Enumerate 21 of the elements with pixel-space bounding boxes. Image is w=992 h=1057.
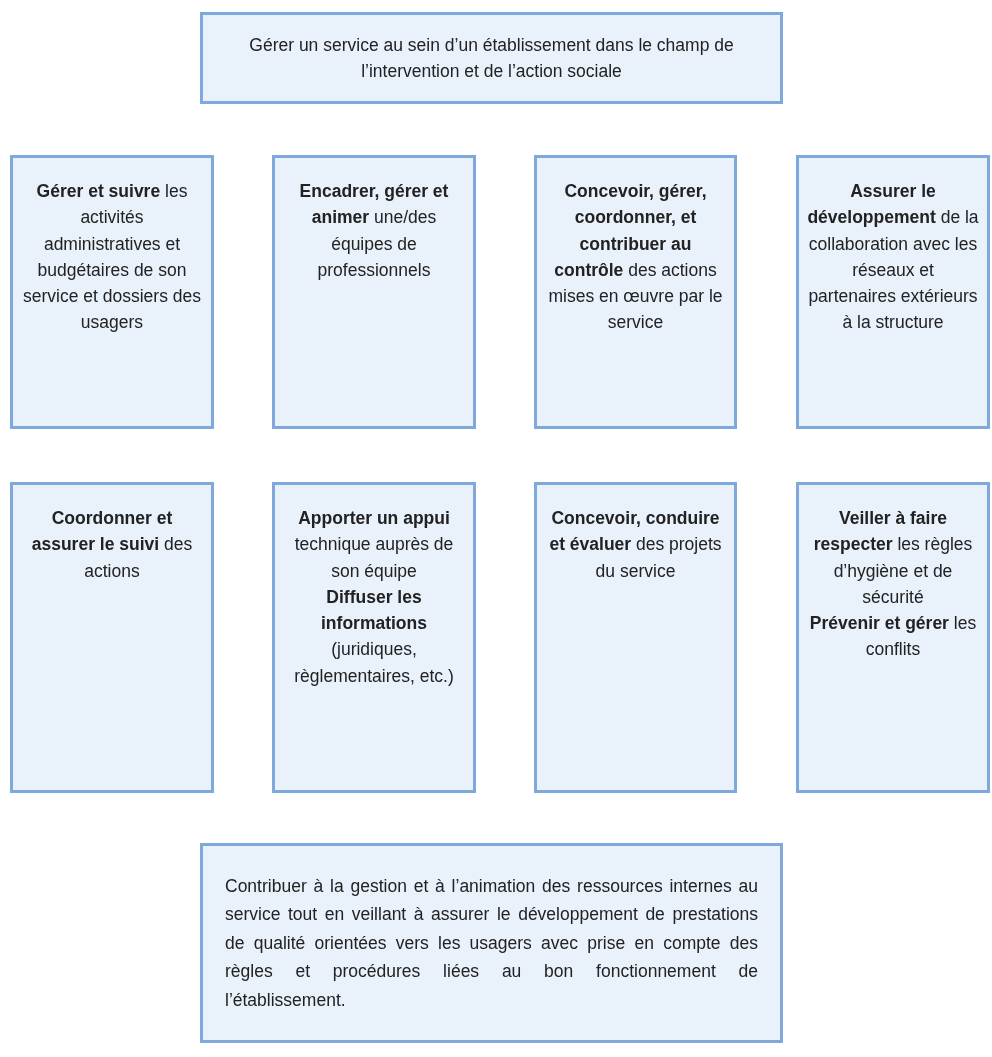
- text-box: [10, 155, 214, 429]
- box-text: Gérer et suivre les activités administratives et budgétaires de son service et dossiers des usagers: [22, 180, 202, 335]
- text-box: [534, 155, 737, 429]
- box-text: Concevoir, conduire et évaluer des projets du service: [548, 507, 723, 583]
- text-box: [10, 482, 214, 793]
- text-box: [796, 482, 990, 793]
- text-box: [272, 155, 476, 429]
- box-text: Gérer un service au sein d’un établissement dans le champ de l’intervention et de l’action sociale: [248, 33, 735, 83]
- box-text: Contribuer à la gestion et à l’animation des ressources internes au service tout en veillant à assurer le développement de prestations de qualité orientées vers les usagers avec prise en compte des règles et procédures liées au bon fonctionnement de l’établissement.: [225, 875, 758, 1012]
- box-text: Coordonner et assurer le suivi des actions: [30, 507, 194, 583]
- text-box: [534, 482, 737, 793]
- box-text: Prévenir et gérer les conflits: [808, 612, 978, 662]
- text-box: [796, 155, 990, 429]
- box-text: Encadrer, gérer et animer une/des équipes de professionnels: [298, 180, 450, 282]
- box-text: Concevoir, gérer, coordonner, et contribuer au contrôle des actions mises en œuvre par le service: [547, 180, 724, 335]
- text-box: [200, 843, 783, 1043]
- box-text: Diffuser les informations (juridiques, règlementaires, etc.): [293, 585, 455, 688]
- box-text: Apporter un appui technique auprès de son équipe: [293, 507, 455, 583]
- box-text: Assurer le développement de la collaboration avec les réseaux et partenaires extérieurs à la structure: [807, 180, 979, 335]
- text-box: [272, 482, 476, 793]
- text-box: [200, 12, 783, 104]
